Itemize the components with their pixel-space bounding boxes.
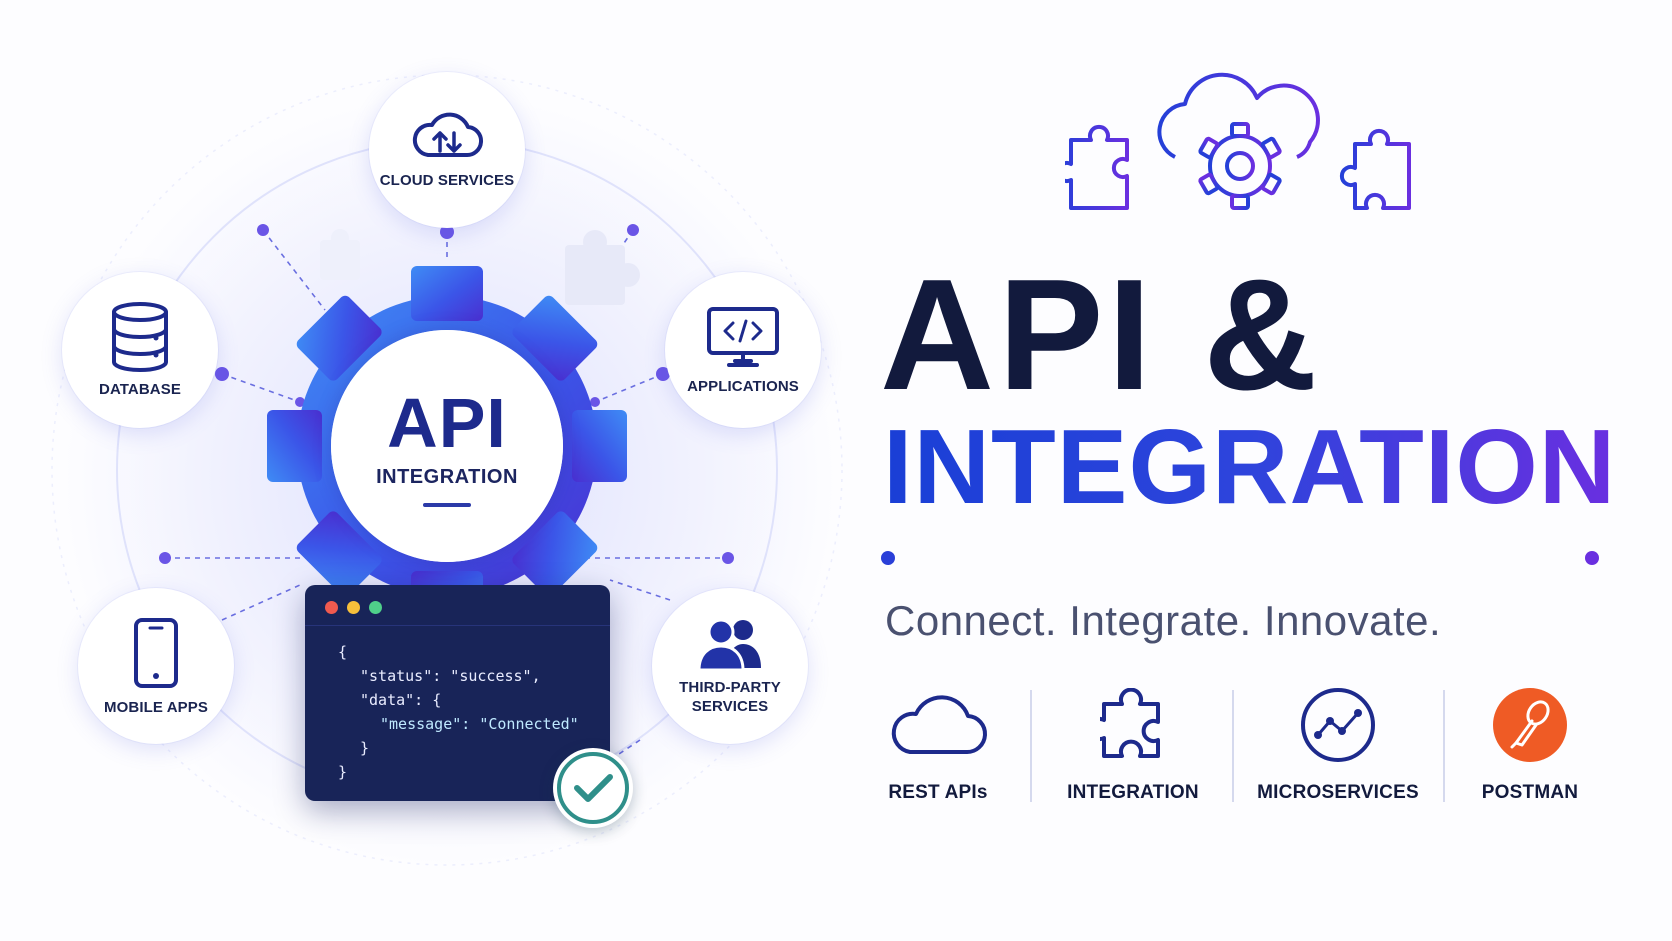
connector-dot <box>656 367 670 381</box>
integration-illustration <box>1065 72 1411 210</box>
feature-divider <box>1030 690 1032 802</box>
decorative-puzzle-icon <box>565 230 640 305</box>
headline-divider <box>881 551 1599 565</box>
node-label: MOBILE APPS <box>104 698 208 716</box>
check-icon <box>557 752 629 824</box>
feature-integration <box>1087 687 1166 760</box>
headline-api: API & <box>880 247 1322 423</box>
node-database: DATABASE <box>62 272 218 428</box>
outer-dashed-ring <box>51 74 843 866</box>
headline-integration: INTEGRATION <box>883 408 1617 526</box>
connector-dot <box>627 224 639 236</box>
close-dot <box>325 601 338 614</box>
node-label: APPLICATIONS <box>687 377 799 395</box>
cloud-gear-icon <box>1157 72 1320 210</box>
connector-dot <box>440 225 454 239</box>
code-window-titlebar <box>305 585 610 626</box>
connector-mobile <box>221 584 301 621</box>
users-icon <box>697 618 761 670</box>
feature-postman <box>1490 685 1570 765</box>
node-applications: APPLICATIONS <box>665 272 821 428</box>
decorative-puzzle-icon <box>320 229 360 280</box>
node-label: CLOUD SERVICES <box>379 171 515 189</box>
connector-applications <box>594 373 664 403</box>
smartphone-icon <box>134 617 178 688</box>
code-line: "status": "success", <box>360 667 541 685</box>
network-chart-icon <box>1301 688 1375 762</box>
connector-third-party <box>609 579 671 601</box>
puzzle-icon <box>1065 124 1129 210</box>
code-monitor-icon <box>707 306 779 367</box>
tagline: Connect. Integrate. Innovate. <box>885 597 1442 644</box>
node-mobile-apps: MOBILE APPS <box>78 588 234 744</box>
minimize-dot <box>347 601 360 614</box>
feature-divider <box>1232 690 1234 802</box>
connector-dot <box>215 367 229 381</box>
node-label: DATABASE <box>99 380 181 398</box>
feature-microservices <box>1298 685 1378 765</box>
hub-subtitle: INTEGRATION <box>376 465 518 488</box>
connector-top-left <box>262 229 326 311</box>
connector-dot <box>257 224 269 236</box>
code-line: } <box>338 763 348 781</box>
code-line: { <box>338 643 348 661</box>
code-line: "data": { <box>360 691 442 709</box>
postman-logo-icon <box>1493 688 1567 762</box>
database-icon <box>112 301 168 372</box>
maximize-dot <box>369 601 382 614</box>
connector-dot <box>722 552 734 564</box>
code-line: } <box>360 739 370 757</box>
feature-label: POSTMAN <box>1481 782 1579 803</box>
puzzle-icon <box>1339 128 1411 210</box>
success-badge <box>553 748 633 828</box>
code-line: "message": "Connected" <box>380 715 579 733</box>
cloud-sync-icon <box>412 112 484 157</box>
connector-dot <box>295 397 305 407</box>
hub-title: API <box>387 383 507 462</box>
cloud-icon <box>891 695 988 755</box>
connector-database <box>221 373 301 403</box>
node-label: THIRD-PARTY SERVICES <box>679 679 781 715</box>
feature-label: REST APIs <box>888 782 988 803</box>
feature-divider <box>1443 690 1445 802</box>
connector-dot <box>590 397 600 407</box>
node-cloud-services: CLOUD SERVICES <box>369 72 525 228</box>
api-hub-center: API INTEGRATION <box>331 330 563 562</box>
feature-label: INTEGRATION <box>1067 782 1199 803</box>
node-third-party-services: THIRD-PARTY SERVICES <box>652 588 808 744</box>
puzzle-icon <box>1087 687 1160 758</box>
feature-label: MICROSERVICES <box>1257 782 1419 803</box>
connector-dot <box>159 552 171 564</box>
hub-underline <box>423 502 471 507</box>
feature-rest-apis <box>888 690 988 760</box>
